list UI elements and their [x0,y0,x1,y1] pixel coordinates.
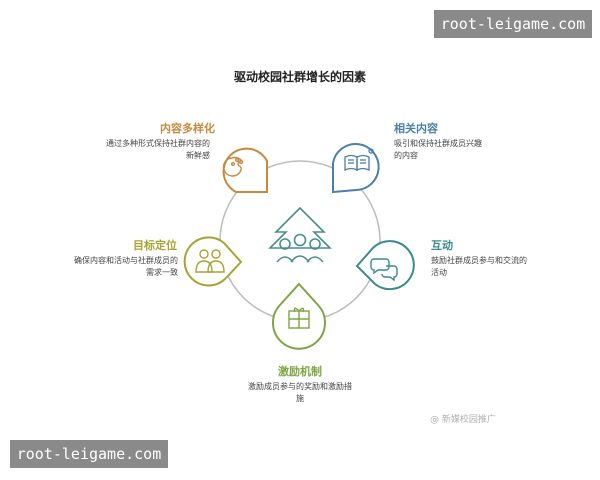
watermark-top: root-leigame.com [434,10,592,38]
source-credit: @ 新媒校园推广 [430,415,496,425]
factor-title-targeting: 目标定位 [133,239,177,252]
chat-bubbles-icon [370,258,398,282]
factor-desc-content-diversity: 通过多种形式保持社群内容的新鲜感 [106,139,210,160]
factor-title-content-diversity: 内容多样化 [160,122,215,135]
factor-node-incentive [272,282,326,350]
factor-title-relevant-content: 相关内容 [394,122,438,135]
watermark-bottom: root-leigame.com [10,440,168,468]
palette-icon [222,156,244,177]
factor-node-targeting [183,236,243,287]
factor-title-interaction: 互动 [431,239,453,252]
community-growth-icon [268,206,332,263]
gift-icon [288,307,310,329]
diagram-title: 驱动校园社群增长的因素 [233,70,366,84]
factor-desc-relevant-content: 吸引和保持社群成员兴趣的内容 [394,139,482,160]
reading-book-icon [344,148,374,172]
users-icon [195,249,225,273]
factor-title-incentive: 激励机制 [278,365,322,378]
factor-desc-incentive: 激励成员参与的奖励和激励措施 [248,382,352,403]
factor-node-content-diversity [222,147,268,193]
factor-node-interaction [355,240,415,291]
factor-desc-targeting: 确保内容和活动与社群成员的需求一致 [74,256,178,277]
factor-node-relevant-content [332,143,380,194]
factor-desc-interaction: 鼓励社群成员参与和交流的活动 [431,256,527,277]
